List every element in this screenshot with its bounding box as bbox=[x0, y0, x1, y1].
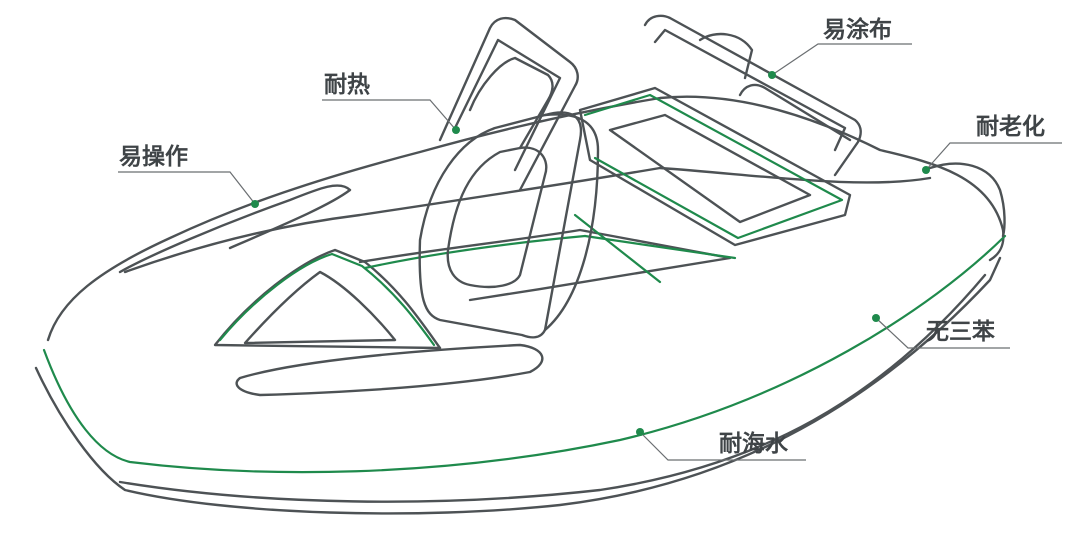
label-seawater-resistant: 耐海水 bbox=[719, 430, 789, 457]
seat-grab-frame bbox=[438, 16, 579, 192]
floor-trim-1 bbox=[363, 234, 587, 270]
leader-benzene-free bbox=[875, 317, 1010, 349]
label-benzene-free: 无三苯 bbox=[926, 319, 995, 345]
boat-hull bbox=[34, 95, 1007, 515]
bow-hatch-trim bbox=[218, 252, 436, 347]
callout-labels: 易涂布 耐热 易操作 耐老化 无三苯 耐海水 bbox=[119, 16, 1045, 457]
marker-easy-operate bbox=[251, 200, 259, 208]
marker-anti-aging bbox=[922, 166, 930, 174]
bench-trim bbox=[583, 93, 844, 240]
bow-hatch-inner bbox=[243, 270, 397, 345]
leader-lines bbox=[118, 43, 1062, 461]
hull-keel-line bbox=[118, 273, 987, 503]
gunwale-inner bbox=[123, 166, 932, 274]
stern-tube-cap bbox=[928, 162, 1006, 238]
cockpit bbox=[358, 213, 737, 302]
leader-easy-coat bbox=[771, 43, 912, 76]
marker-heat-resistant bbox=[452, 126, 460, 134]
tube-outline bbox=[46, 95, 1005, 342]
marker-dots bbox=[251, 71, 930, 436]
floor-trim-3 bbox=[583, 234, 737, 260]
leader-anti-aging bbox=[925, 142, 1062, 171]
bow-hatch-outer bbox=[213, 248, 442, 350]
bench-cushion bbox=[608, 113, 812, 224]
console-seat bbox=[418, 16, 600, 339]
hull-bottom bbox=[34, 256, 1002, 515]
seat-cushion bbox=[446, 146, 548, 289]
backrest-frame bbox=[643, 14, 862, 177]
marker-seawater-resistant bbox=[636, 428, 644, 436]
bow-bench bbox=[235, 343, 544, 397]
marker-easy-coat bbox=[768, 71, 776, 79]
label-heat-resistant: 耐热 bbox=[324, 72, 370, 98]
floor-trim-2 bbox=[573, 213, 662, 284]
tube-trim-line bbox=[42, 234, 1007, 474]
seat-headrest bbox=[468, 56, 554, 150]
leader-heat-resistant bbox=[322, 99, 457, 131]
bow-rail bbox=[118, 184, 352, 274]
label-easy-operate: 易操作 bbox=[119, 144, 188, 170]
backrest-pad bbox=[698, 32, 754, 80]
marker-benzene-free bbox=[872, 314, 880, 322]
label-anti-aging: 耐老化 bbox=[976, 113, 1045, 140]
seat-grab-frame-inner bbox=[453, 38, 562, 172]
bench-top bbox=[578, 86, 852, 247]
label-easy-coat: 易涂布 bbox=[823, 16, 892, 43]
leader-seawater-resistant bbox=[639, 431, 806, 461]
seat-back bbox=[418, 111, 583, 339]
seat-side bbox=[543, 113, 600, 332]
backrest-frame-inner bbox=[653, 28, 847, 152]
backrest-bar bbox=[738, 83, 852, 142]
stern-bench bbox=[578, 14, 862, 247]
leader-easy-operate bbox=[118, 171, 256, 205]
bow-deck bbox=[118, 184, 544, 397]
